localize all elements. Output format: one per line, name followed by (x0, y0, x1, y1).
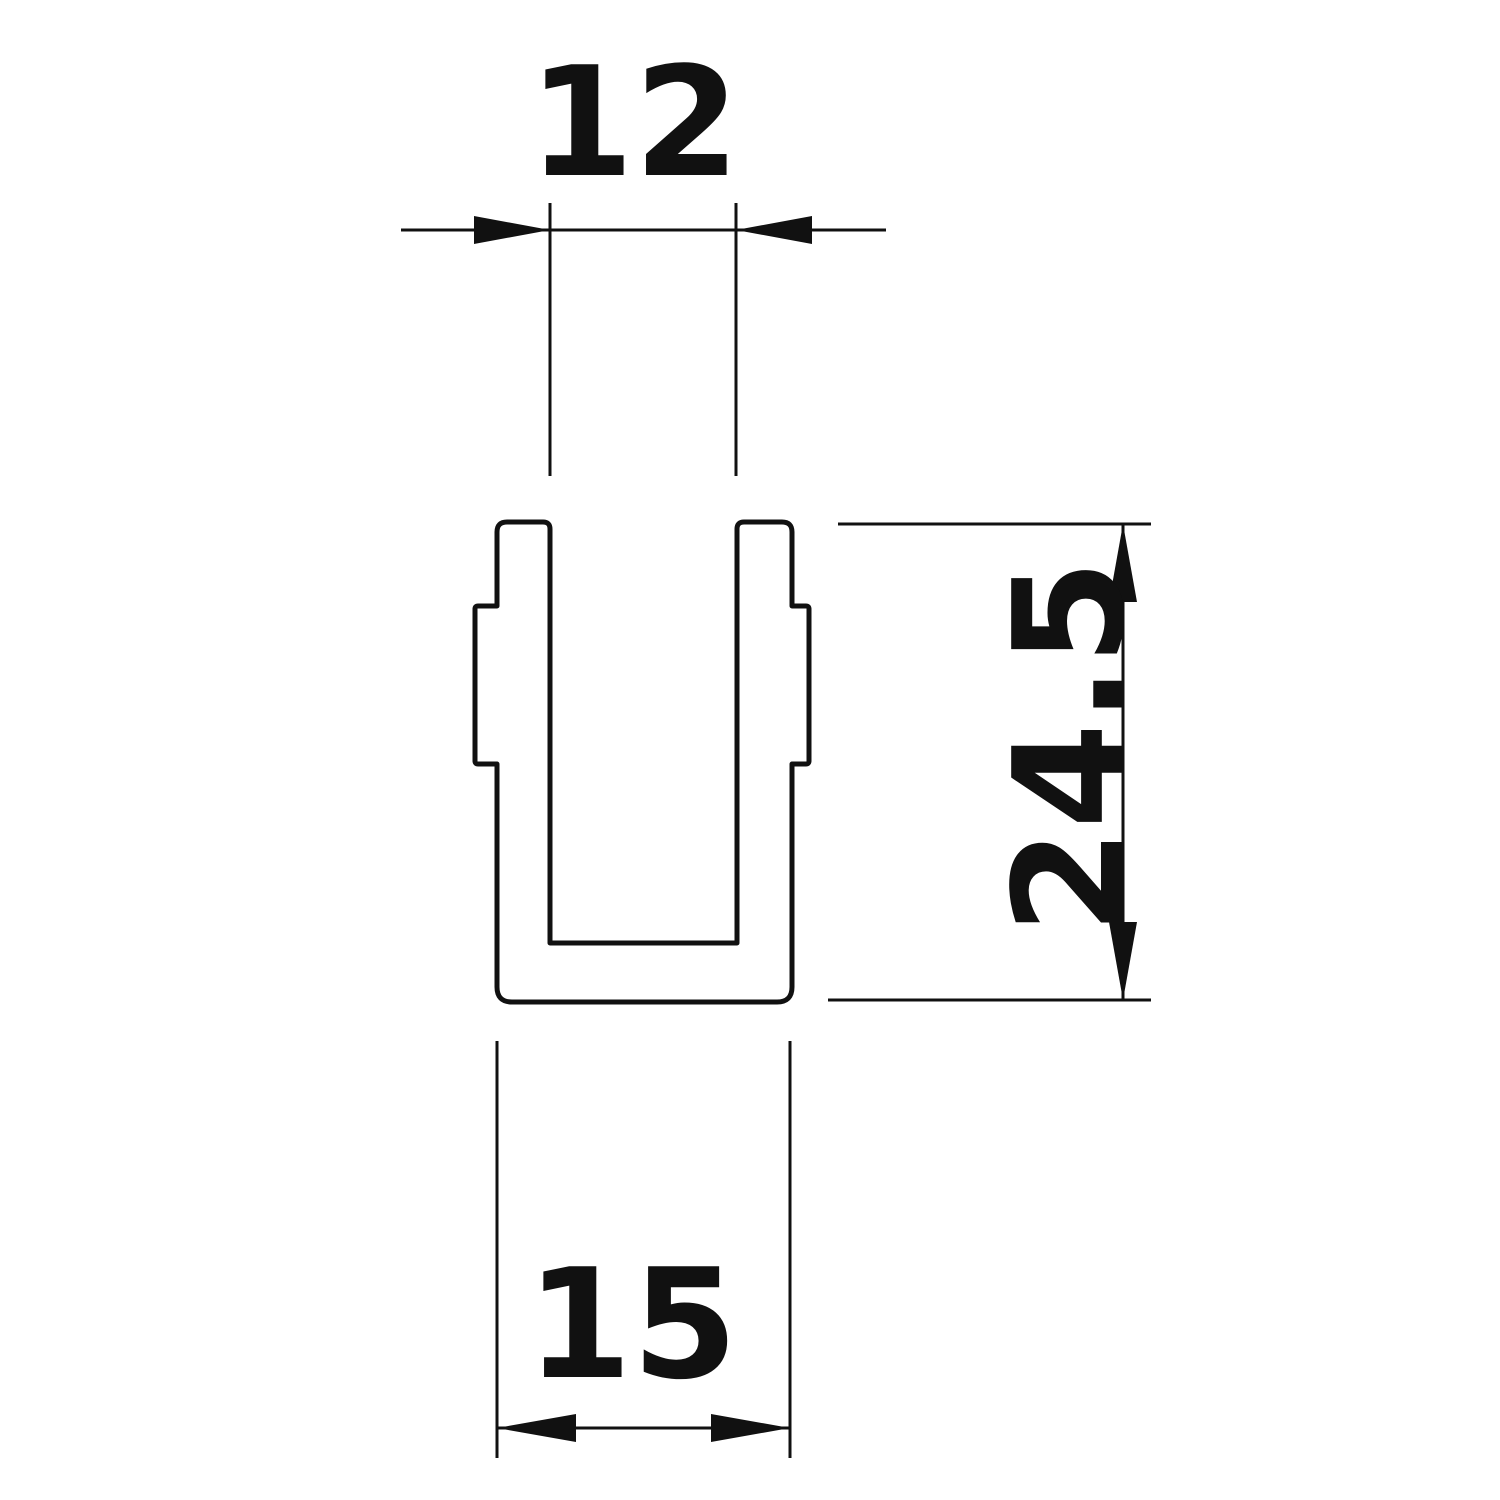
u-channel-profile (472, 519, 812, 1005)
arrowhead-right (736, 216, 812, 244)
outer-width-dimension: 15 (495, 1041, 792, 1458)
arrowhead-right (711, 1414, 790, 1442)
arrowhead-left (474, 216, 550, 244)
outer-width-label: 15 (526, 1236, 738, 1413)
u-channel-outline (472, 519, 812, 1005)
arrowhead-bottom (1109, 922, 1137, 1000)
arrowhead-left (497, 1414, 576, 1442)
height-dimension: 24.5 (828, 522, 1158, 1002)
inner-width-label: 12 (528, 34, 740, 211)
arrowhead-top (1109, 524, 1137, 602)
height-label: 24.5 (981, 559, 1158, 934)
inner-width-dimension: 12 (401, 34, 886, 476)
